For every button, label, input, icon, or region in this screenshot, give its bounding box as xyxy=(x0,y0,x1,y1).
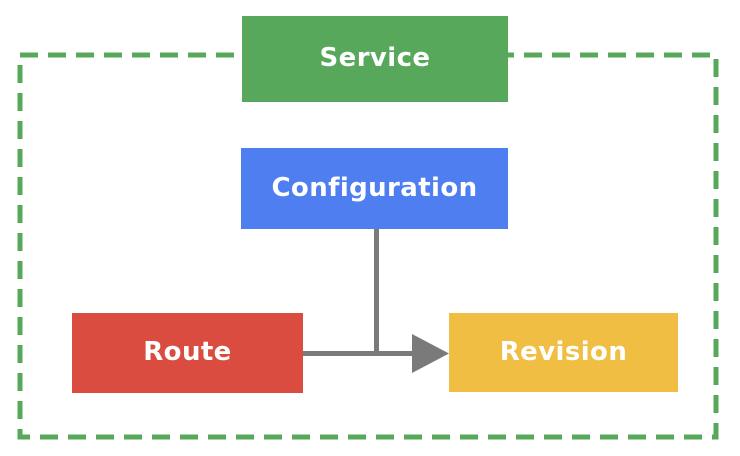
node-service-label: Service xyxy=(319,43,431,73)
node-configuration-label: Configuration xyxy=(271,172,478,203)
node-route-label: Route xyxy=(143,337,232,367)
connector-configuration-to-revision xyxy=(374,229,424,356)
node-revision[interactable]: Revision xyxy=(449,313,678,392)
arrowhead-icon xyxy=(412,334,449,373)
node-configuration[interactable]: Configuration xyxy=(241,148,508,229)
node-route[interactable]: Route xyxy=(72,313,303,393)
node-revision-label: Revision xyxy=(499,336,628,367)
node-service[interactable]: Service xyxy=(242,16,508,102)
